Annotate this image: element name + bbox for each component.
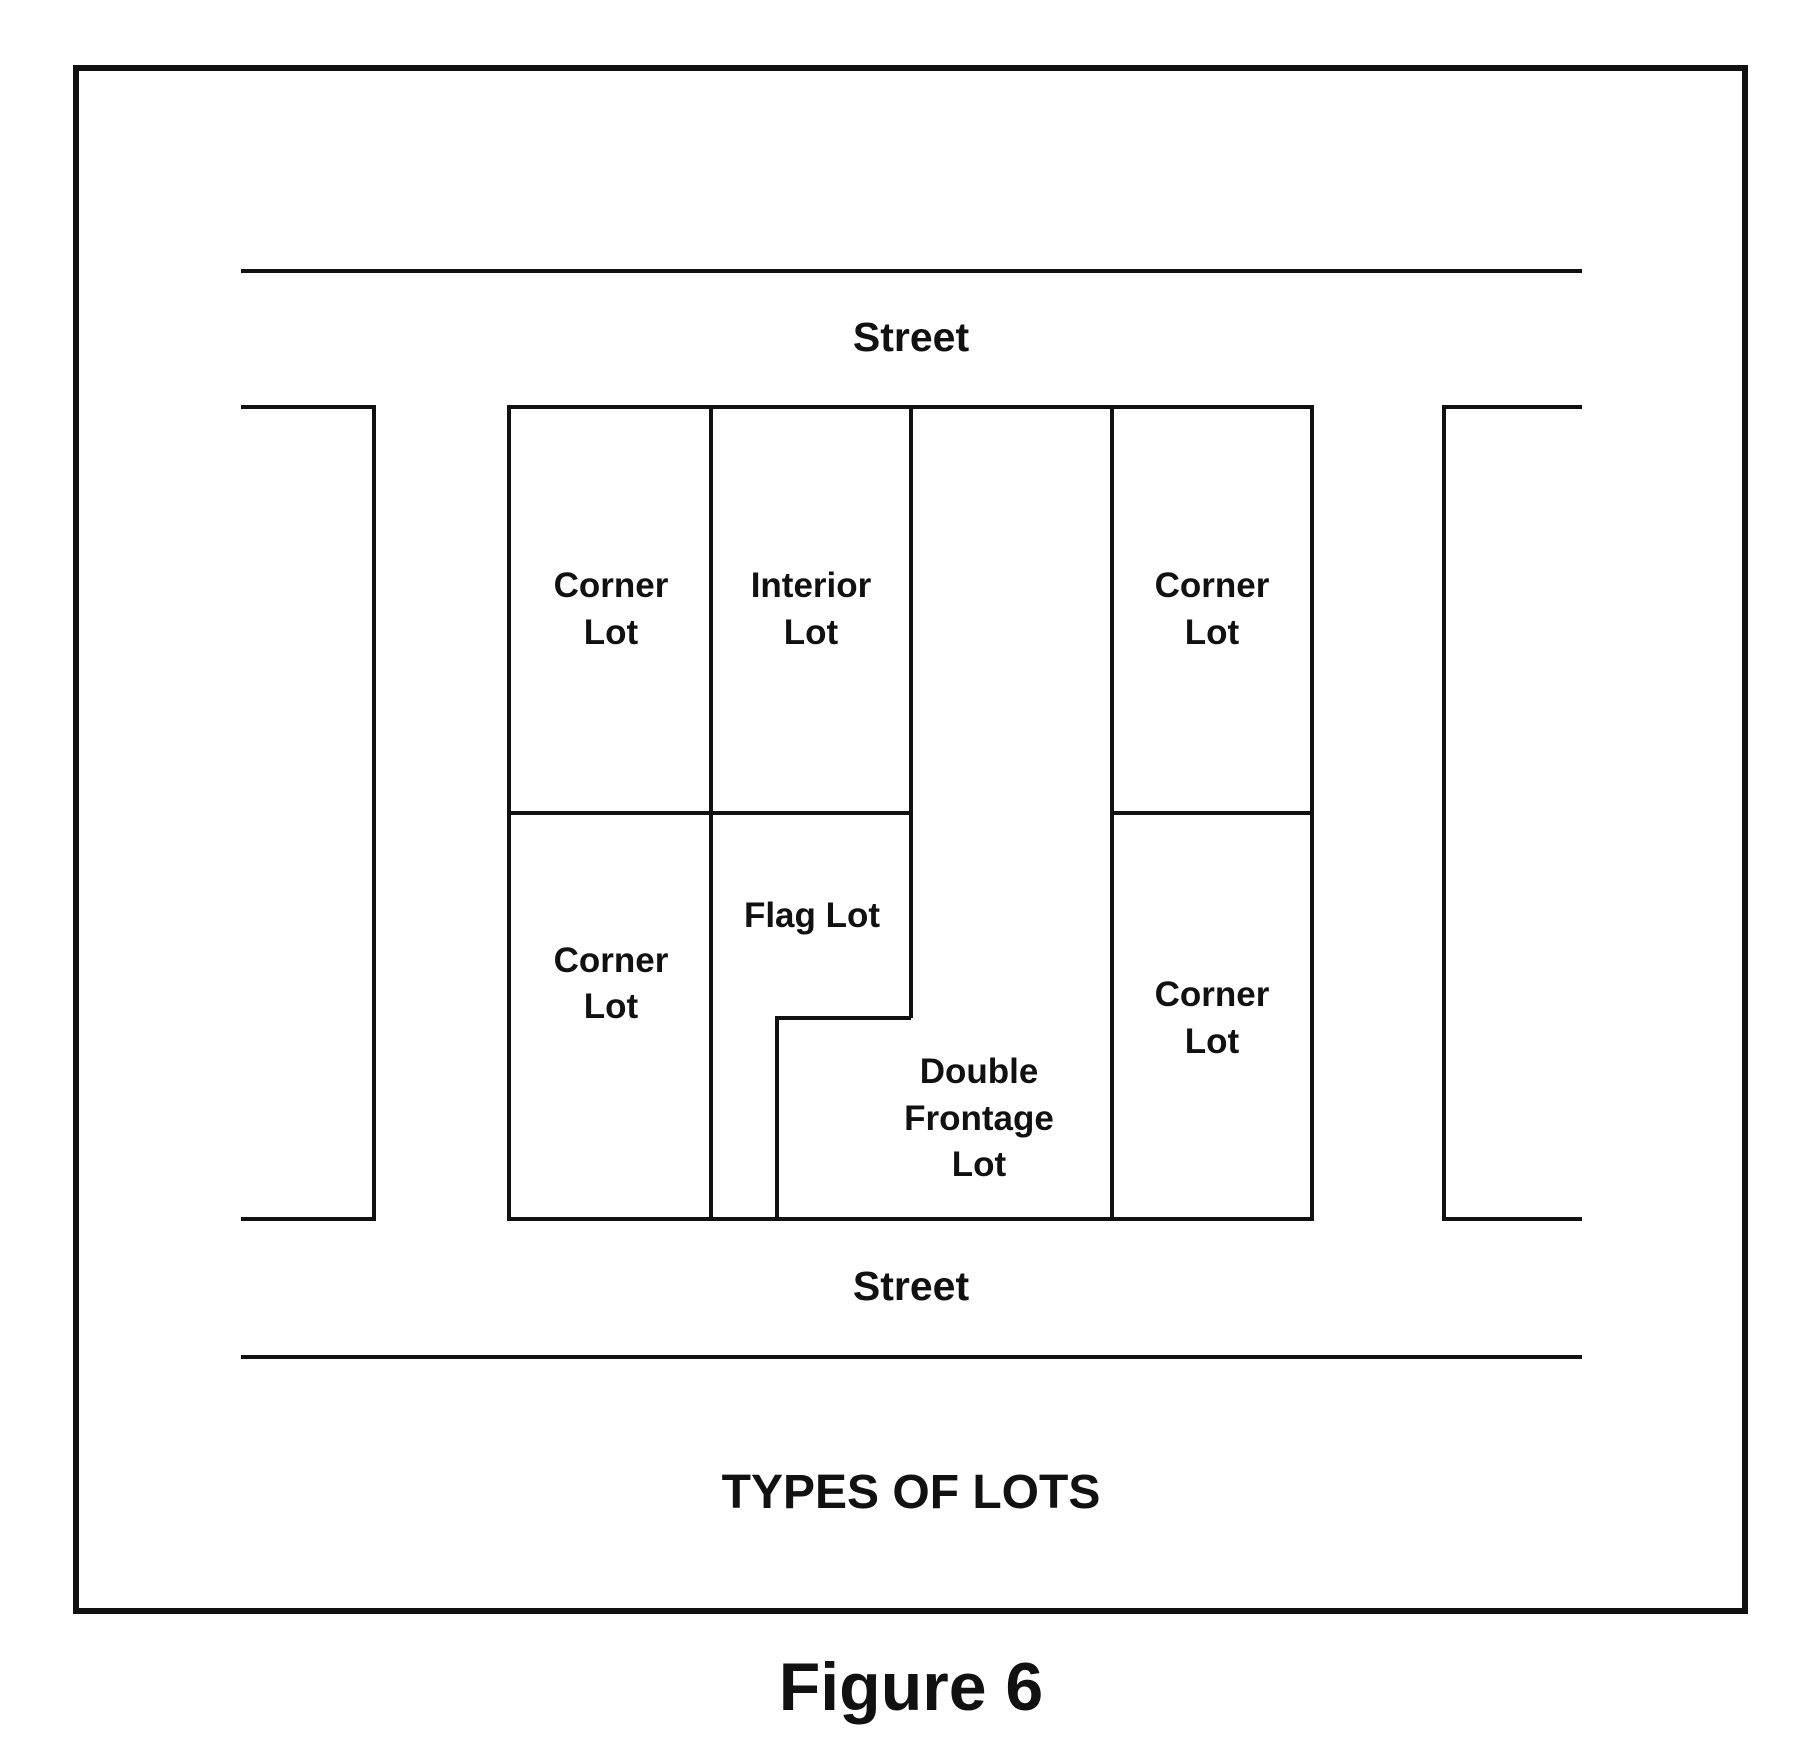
bottom-street-label: Street	[853, 1263, 970, 1309]
corner-lot-bottom-left: Corner Lot	[554, 941, 669, 1026]
svg-text:Double: Double	[920, 1052, 1039, 1091]
figure-frame	[73, 65, 1748, 1614]
flag-lot-label: Flag Lot	[744, 896, 880, 935]
corner-lot-bottom-right: Corner Lot	[1155, 975, 1270, 1061]
diagram-title: TYPES OF LOTS	[722, 1466, 1101, 1519]
corner-lot-top-left: Corner Lot	[554, 566, 669, 652]
corner-lot-top-right: Corner Lot	[1155, 566, 1270, 652]
svg-text:Lot: Lot	[584, 987, 639, 1026]
svg-text:Lot: Lot	[1185, 613, 1240, 652]
svg-text:Lot: Lot	[584, 613, 639, 652]
svg-text:Corner: Corner	[1155, 975, 1270, 1014]
svg-text:Corner: Corner	[554, 941, 669, 980]
svg-text:Corner: Corner	[554, 566, 669, 605]
svg-text:Corner: Corner	[1155, 566, 1270, 605]
svg-text:Frontage: Frontage	[904, 1099, 1054, 1138]
top-street-label: Street	[853, 314, 970, 360]
left-block	[241, 405, 376, 1221]
svg-text:Lot: Lot	[1185, 1022, 1240, 1061]
flag-lot-pole-line	[775, 1016, 911, 1219]
svg-text:Lot: Lot	[784, 613, 839, 652]
double-frontage-lot: Double Frontage Lot	[904, 1052, 1054, 1184]
interior-lot: Interior Lot	[751, 566, 872, 652]
svg-text:Lot: Lot	[952, 1145, 1007, 1184]
right-block	[1442, 405, 1582, 1221]
svg-text:Interior: Interior	[751, 566, 872, 605]
figure-caption: Figure 6	[779, 1649, 1044, 1725]
